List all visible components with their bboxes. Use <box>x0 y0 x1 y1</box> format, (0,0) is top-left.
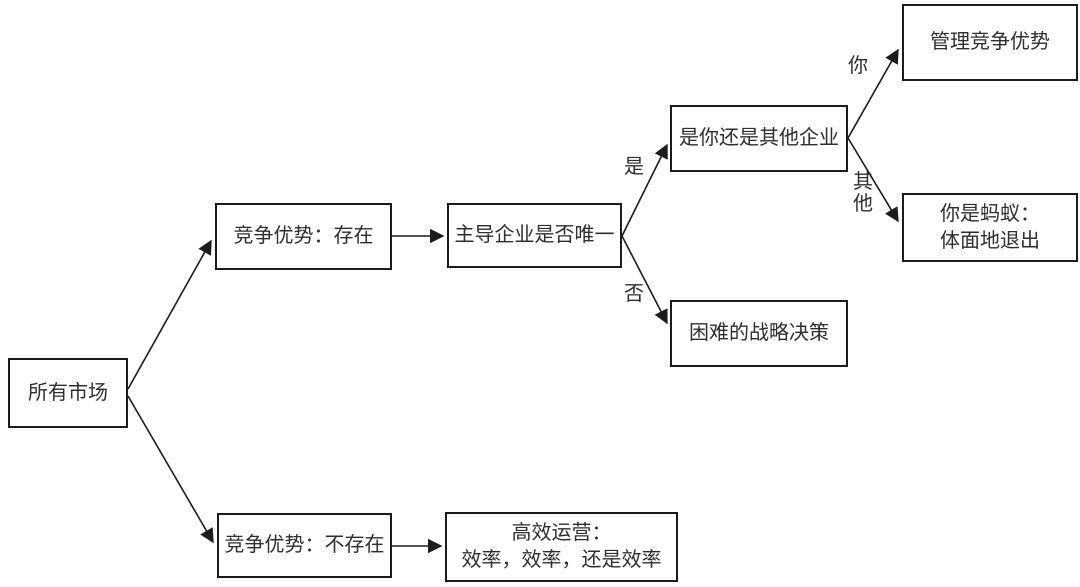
edge-label-yes: 是 <box>624 156 644 178</box>
edge-label-other: 其 他 <box>853 171 873 215</box>
edge-allmarkets-to-advexists <box>127 239 212 390</box>
node-hard-decisions: 困难的战略决策 <box>670 300 848 367</box>
edge-label-no: 否 <box>624 283 644 305</box>
edge-other-to-antexit <box>847 137 899 223</box>
edge-dominant-no-to-harddecisions <box>621 235 668 325</box>
edge-allmarkets-to-advmissing <box>127 395 214 544</box>
edge-label-you: 你 <box>848 55 868 77</box>
node-ant-exit: 你是蚂蚁： 体面地退出 <box>902 193 1078 262</box>
node-efficient-operations: 高效运营： 效率，效率，还是效率 <box>445 512 678 582</box>
node-advantage-exists: 竞争优势：存在 <box>215 203 392 270</box>
node-dominant-unique: 主导企业是否唯一 <box>447 203 622 268</box>
node-you-or-other: 是你还是其他企业 <box>670 105 848 172</box>
node-advantage-missing: 竞争优势：不存在 <box>217 513 392 578</box>
edge-you-to-manageadv <box>847 48 899 139</box>
node-manage-advantage: 管理竞争优势 <box>902 4 1078 81</box>
edge-dominant-yes-to-youorother <box>621 143 668 237</box>
node-all-markets: 所有市场 <box>8 358 128 428</box>
